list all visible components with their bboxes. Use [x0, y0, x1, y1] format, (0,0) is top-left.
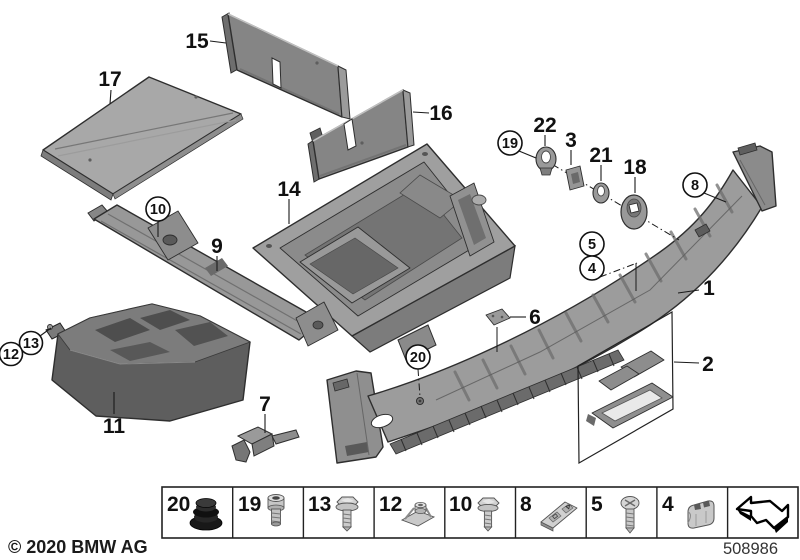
svg-text:16[interactable]: 16 — [429, 102, 452, 125]
svg-text:19[interactable]: 19 — [502, 136, 518, 152]
svg-text:15[interactable]: 15 — [185, 30, 209, 53]
callout-6[interactable]: 6 — [510, 306, 541, 329]
callout-4-circled[interactable]: 4 — [579, 255, 605, 281]
callout-22[interactable]: 22 — [533, 114, 557, 146]
part-21-grommet — [592, 182, 610, 204]
part-2-cover-set-box — [577, 310, 674, 465]
callout-12-circled[interactable]: 12 — [0, 341, 24, 367]
svg-text:8: 8 — [520, 493, 532, 516]
shouldered-bolt-icon — [267, 494, 285, 527]
svg-text:17[interactable]: 17 — [98, 68, 121, 91]
svg-text:11[interactable]: 11 — [103, 415, 126, 438]
part-7-bracket — [231, 426, 300, 463]
callout-18[interactable]: 18 — [623, 156, 647, 193]
part-17-floor-panel — [40, 76, 244, 201]
pan-head-screw-icon — [620, 496, 640, 534]
legend-cell-13[interactable]: 13 — [308, 493, 359, 532]
callout-7[interactable]: 7 — [259, 393, 271, 433]
callout-15[interactable]: 15 — [185, 30, 227, 53]
copyright-text: © 2020 BMW AG — [8, 537, 148, 557]
part-22-grommet — [535, 146, 557, 176]
part-18-grommet — [620, 194, 648, 230]
svg-text:18[interactable]: 18 — [623, 156, 647, 179]
svg-text:4[interactable]: 4 — [588, 261, 596, 277]
svg-text:7[interactable]: 7 — [259, 393, 271, 416]
legend-cell-19[interactable]: 19 — [238, 493, 285, 527]
part-14-storage-tray — [252, 143, 516, 361]
callout-16[interactable]: 16 — [412, 102, 453, 125]
expansion-nut-icon — [687, 500, 715, 529]
continuation-arrow-icon — [735, 495, 790, 533]
circled-callouts: 19 8 5 4 20 10 13 12 — [0, 130, 708, 370]
legend-cell-continuation[interactable] — [735, 495, 790, 533]
fastener-axis-line — [539, 156, 680, 241]
callout-3[interactable]: 3 — [565, 129, 577, 165]
svg-text:5: 5 — [591, 493, 603, 516]
callout-20-circled[interactable]: 20 — [405, 344, 431, 370]
emblem-plate-icon — [540, 501, 578, 532]
part-11-foam-tool-tray — [45, 303, 251, 422]
legend-cell-12[interactable]: 12 — [379, 493, 436, 527]
svg-text:3[interactable]: 3 — [565, 129, 577, 152]
part-15-partition-panel — [221, 12, 351, 120]
legend-cell-20[interactable]: 20 — [167, 493, 223, 531]
callout-5-circled[interactable]: 5 — [579, 231, 605, 257]
svg-text:19: 19 — [238, 493, 261, 516]
svg-text:10[interactable]: 10 — [150, 202, 166, 218]
svg-text:21[interactable]: 21 — [589, 144, 613, 167]
svg-text:2[interactable]: 2 — [702, 353, 714, 376]
part-6-plate — [485, 308, 511, 352]
svg-text:22[interactable]: 22 — [533, 114, 556, 137]
callout-9[interactable]: 9 — [211, 235, 223, 271]
svg-text:12: 12 — [379, 493, 402, 516]
hex-screw-icon — [335, 496, 359, 532]
legend-cell-5[interactable]: 5 — [591, 493, 640, 534]
svg-text:20: 20 — [167, 493, 190, 516]
plain-callouts: 17 15 16 14 9 11 7 6 — [98, 30, 715, 438]
svg-text:12[interactable]: 12 — [3, 347, 19, 363]
legend-table: 20 19 — [161, 486, 799, 539]
svg-text:13[interactable]: 13 — [23, 336, 39, 352]
legend-cell-8[interactable]: 8 — [520, 493, 578, 532]
fastener-leader-lines — [39, 150, 727, 405]
cage-nut-icon — [400, 501, 436, 527]
callout-1[interactable]: 1 — [677, 277, 715, 300]
callout-14[interactable]: 14 — [277, 178, 301, 224]
callout-8-circled[interactable]: 8 — [682, 172, 708, 198]
svg-text:9[interactable]: 9 — [211, 235, 223, 258]
callout-19-circled[interactable]: 19 — [497, 130, 523, 156]
svg-text:10: 10 — [449, 493, 472, 516]
callout-13-circled[interactable]: 13 — [18, 330, 44, 356]
svg-text:8[interactable]: 8 — [691, 178, 699, 194]
legend-cell-10[interactable]: 10 — [449, 493, 500, 532]
part-16-partition-panel — [307, 89, 415, 183]
svg-text:14[interactable]: 14 — [277, 178, 301, 201]
legend-cell-4[interactable]: 4 — [662, 493, 715, 529]
callout-2[interactable]: 2 — [673, 353, 714, 376]
callout-21[interactable]: 21 — [589, 144, 613, 181]
svg-text:4: 4 — [662, 493, 674, 516]
hex-screw-icon — [477, 497, 500, 532]
part-9-cross-member — [87, 204, 339, 347]
svg-text:1[interactable]: 1 — [703, 277, 715, 300]
svg-text:13: 13 — [308, 493, 331, 516]
svg-text:6[interactable]: 6 — [529, 306, 541, 329]
document-number: 508986 — [723, 540, 778, 558]
part-3-clip — [565, 165, 585, 191]
svg-text:20[interactable]: 20 — [410, 350, 426, 366]
svg-text:5[interactable]: 5 — [588, 237, 596, 253]
callout-17[interactable]: 17 — [98, 68, 122, 105]
rubber-plug-icon — [189, 498, 223, 531]
callout-10-circled[interactable]: 10 — [145, 196, 171, 222]
callout-11[interactable]: 11 — [103, 392, 126, 438]
